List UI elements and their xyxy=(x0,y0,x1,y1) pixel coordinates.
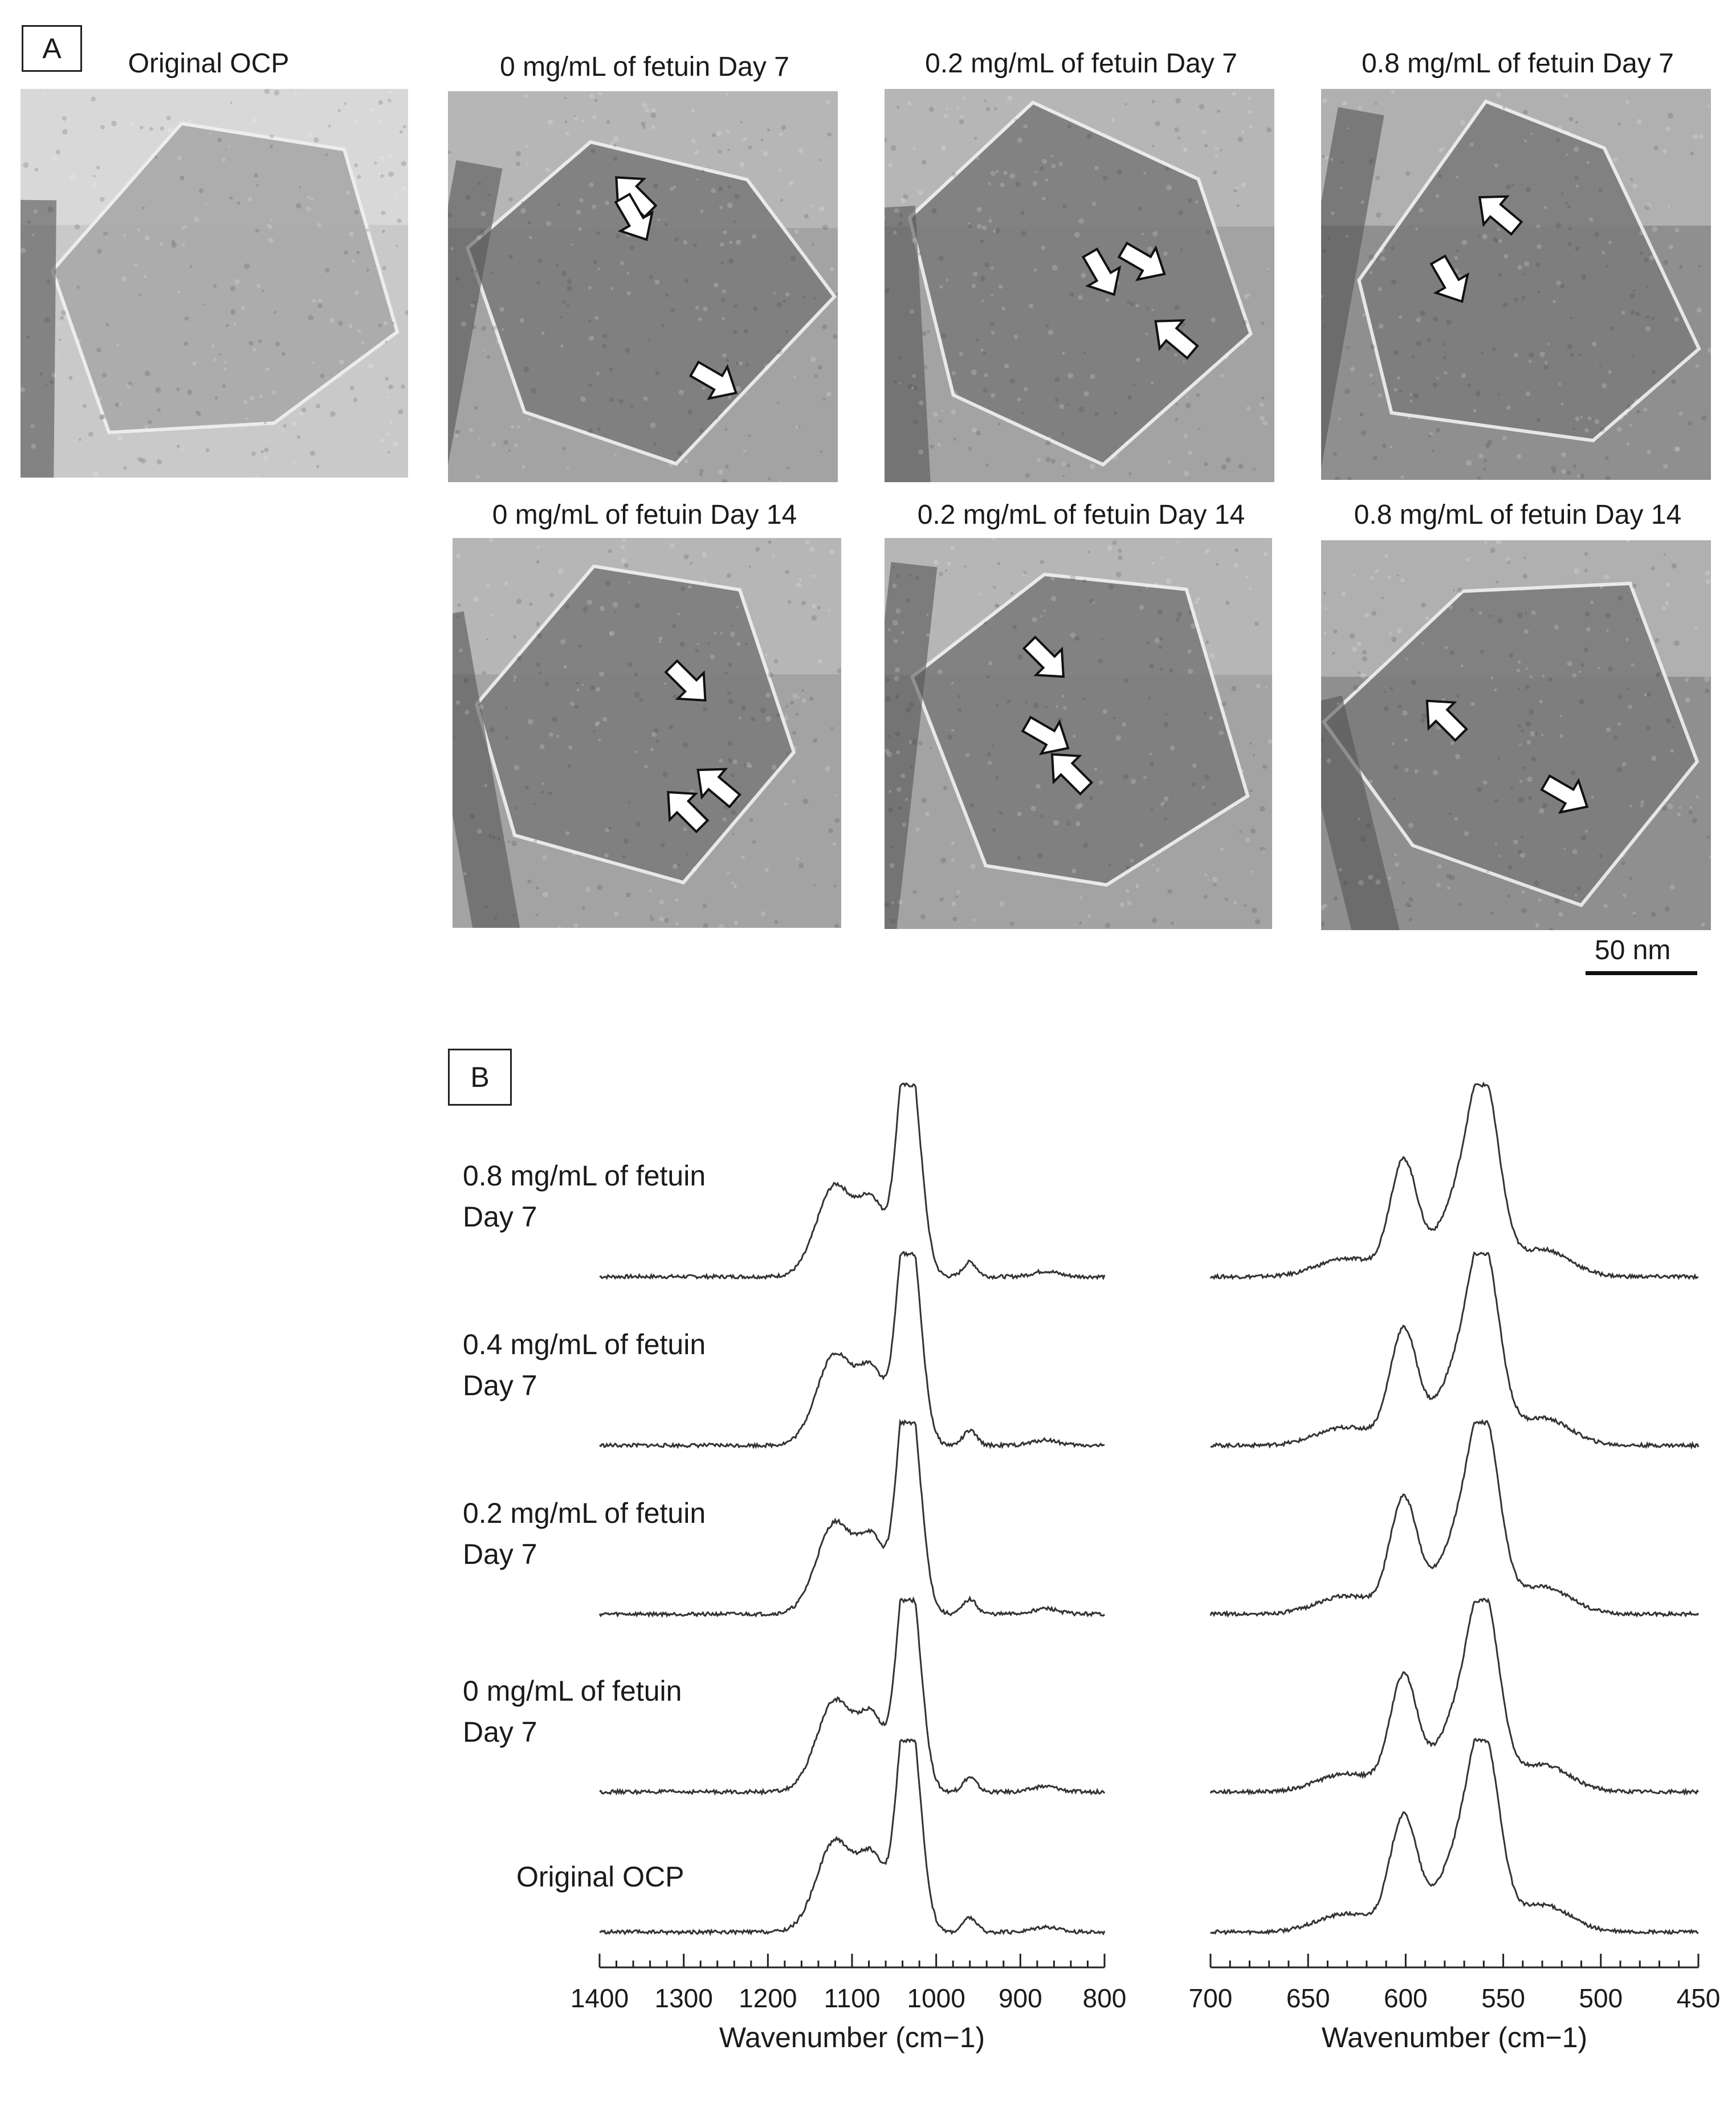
x-tick-label: 700 xyxy=(1189,1983,1233,2013)
spectrum-label-4: Original OCP xyxy=(516,1861,684,1893)
tem-image-0mg-day7 xyxy=(448,91,838,482)
x-tick-label: 800 xyxy=(1083,1983,1127,2013)
tem-image-02mg-day7 xyxy=(885,89,1274,482)
tem-title-0mg-day14: 0 mg/mL of fetuin Day 14 xyxy=(492,500,797,530)
tem-image-08mg-day14 xyxy=(1321,540,1711,930)
scale-bar-label: 50 nm xyxy=(1595,935,1671,965)
spectrum-1-right xyxy=(1210,1251,1700,1450)
x-axis-label-left: Wavenumber (cm−1) xyxy=(719,2022,985,2053)
tem-image-0mg-day14 xyxy=(453,538,841,928)
spectrum-2-left xyxy=(598,1419,1106,1618)
x-tick-label: 600 xyxy=(1384,1983,1428,2013)
x-tick-label: 1400 xyxy=(570,1983,629,2013)
spectrum-2-right xyxy=(1209,1419,1700,1618)
x-tick-label: 1300 xyxy=(654,1983,712,2013)
x-tick-label: 900 xyxy=(999,1983,1042,2013)
spectrum-4-left xyxy=(599,1738,1106,1937)
tem-title-08mg-day7: 0.8 mg/mL of fetuin Day 7 xyxy=(1362,48,1674,79)
spectrum-0-left xyxy=(599,1082,1106,1281)
spectrum-4-right xyxy=(1210,1737,1699,1936)
panel-a-label: A xyxy=(22,25,82,72)
x-tick-label: 1100 xyxy=(824,1983,881,2013)
x-tick-label: 650 xyxy=(1286,1983,1330,2013)
tem-title-08mg-day14: 0.8 mg/mL of fetuin Day 14 xyxy=(1354,500,1682,530)
x-tick-label: 550 xyxy=(1481,1983,1525,2013)
x-tick-label: 450 xyxy=(1677,1983,1721,2013)
tem-title-02mg-day7: 0.2 mg/mL of fetuin Day 7 xyxy=(925,48,1237,79)
tem-image-original-ocp xyxy=(21,89,408,478)
tem-title-02mg-day14: 0.2 mg/mL of fetuin Day 14 xyxy=(917,500,1245,530)
spectrum-3-left xyxy=(599,1596,1106,1796)
tem-image-02mg-day14 xyxy=(885,538,1272,929)
spectrum-1-left xyxy=(599,1250,1105,1449)
scale-bar xyxy=(1586,971,1697,975)
spectrum-0-right xyxy=(1209,1081,1698,1281)
x-axis-label-right: Wavenumber (cm−1) xyxy=(1322,2022,1587,2053)
tem-title-original-ocp: Original OCP xyxy=(128,48,290,79)
x-tick-label: 1200 xyxy=(739,1983,797,2013)
tem-title-0mg-day7: 0 mg/mL of fetuin Day 7 xyxy=(500,52,789,82)
x-tick-label: 500 xyxy=(1579,1983,1623,2013)
tem-image-08mg-day7 xyxy=(1321,89,1711,480)
panel-b-label: B xyxy=(448,1049,512,1106)
x-tick-label: 1000 xyxy=(907,1983,965,2013)
spectrum-3-right xyxy=(1209,1598,1700,1796)
